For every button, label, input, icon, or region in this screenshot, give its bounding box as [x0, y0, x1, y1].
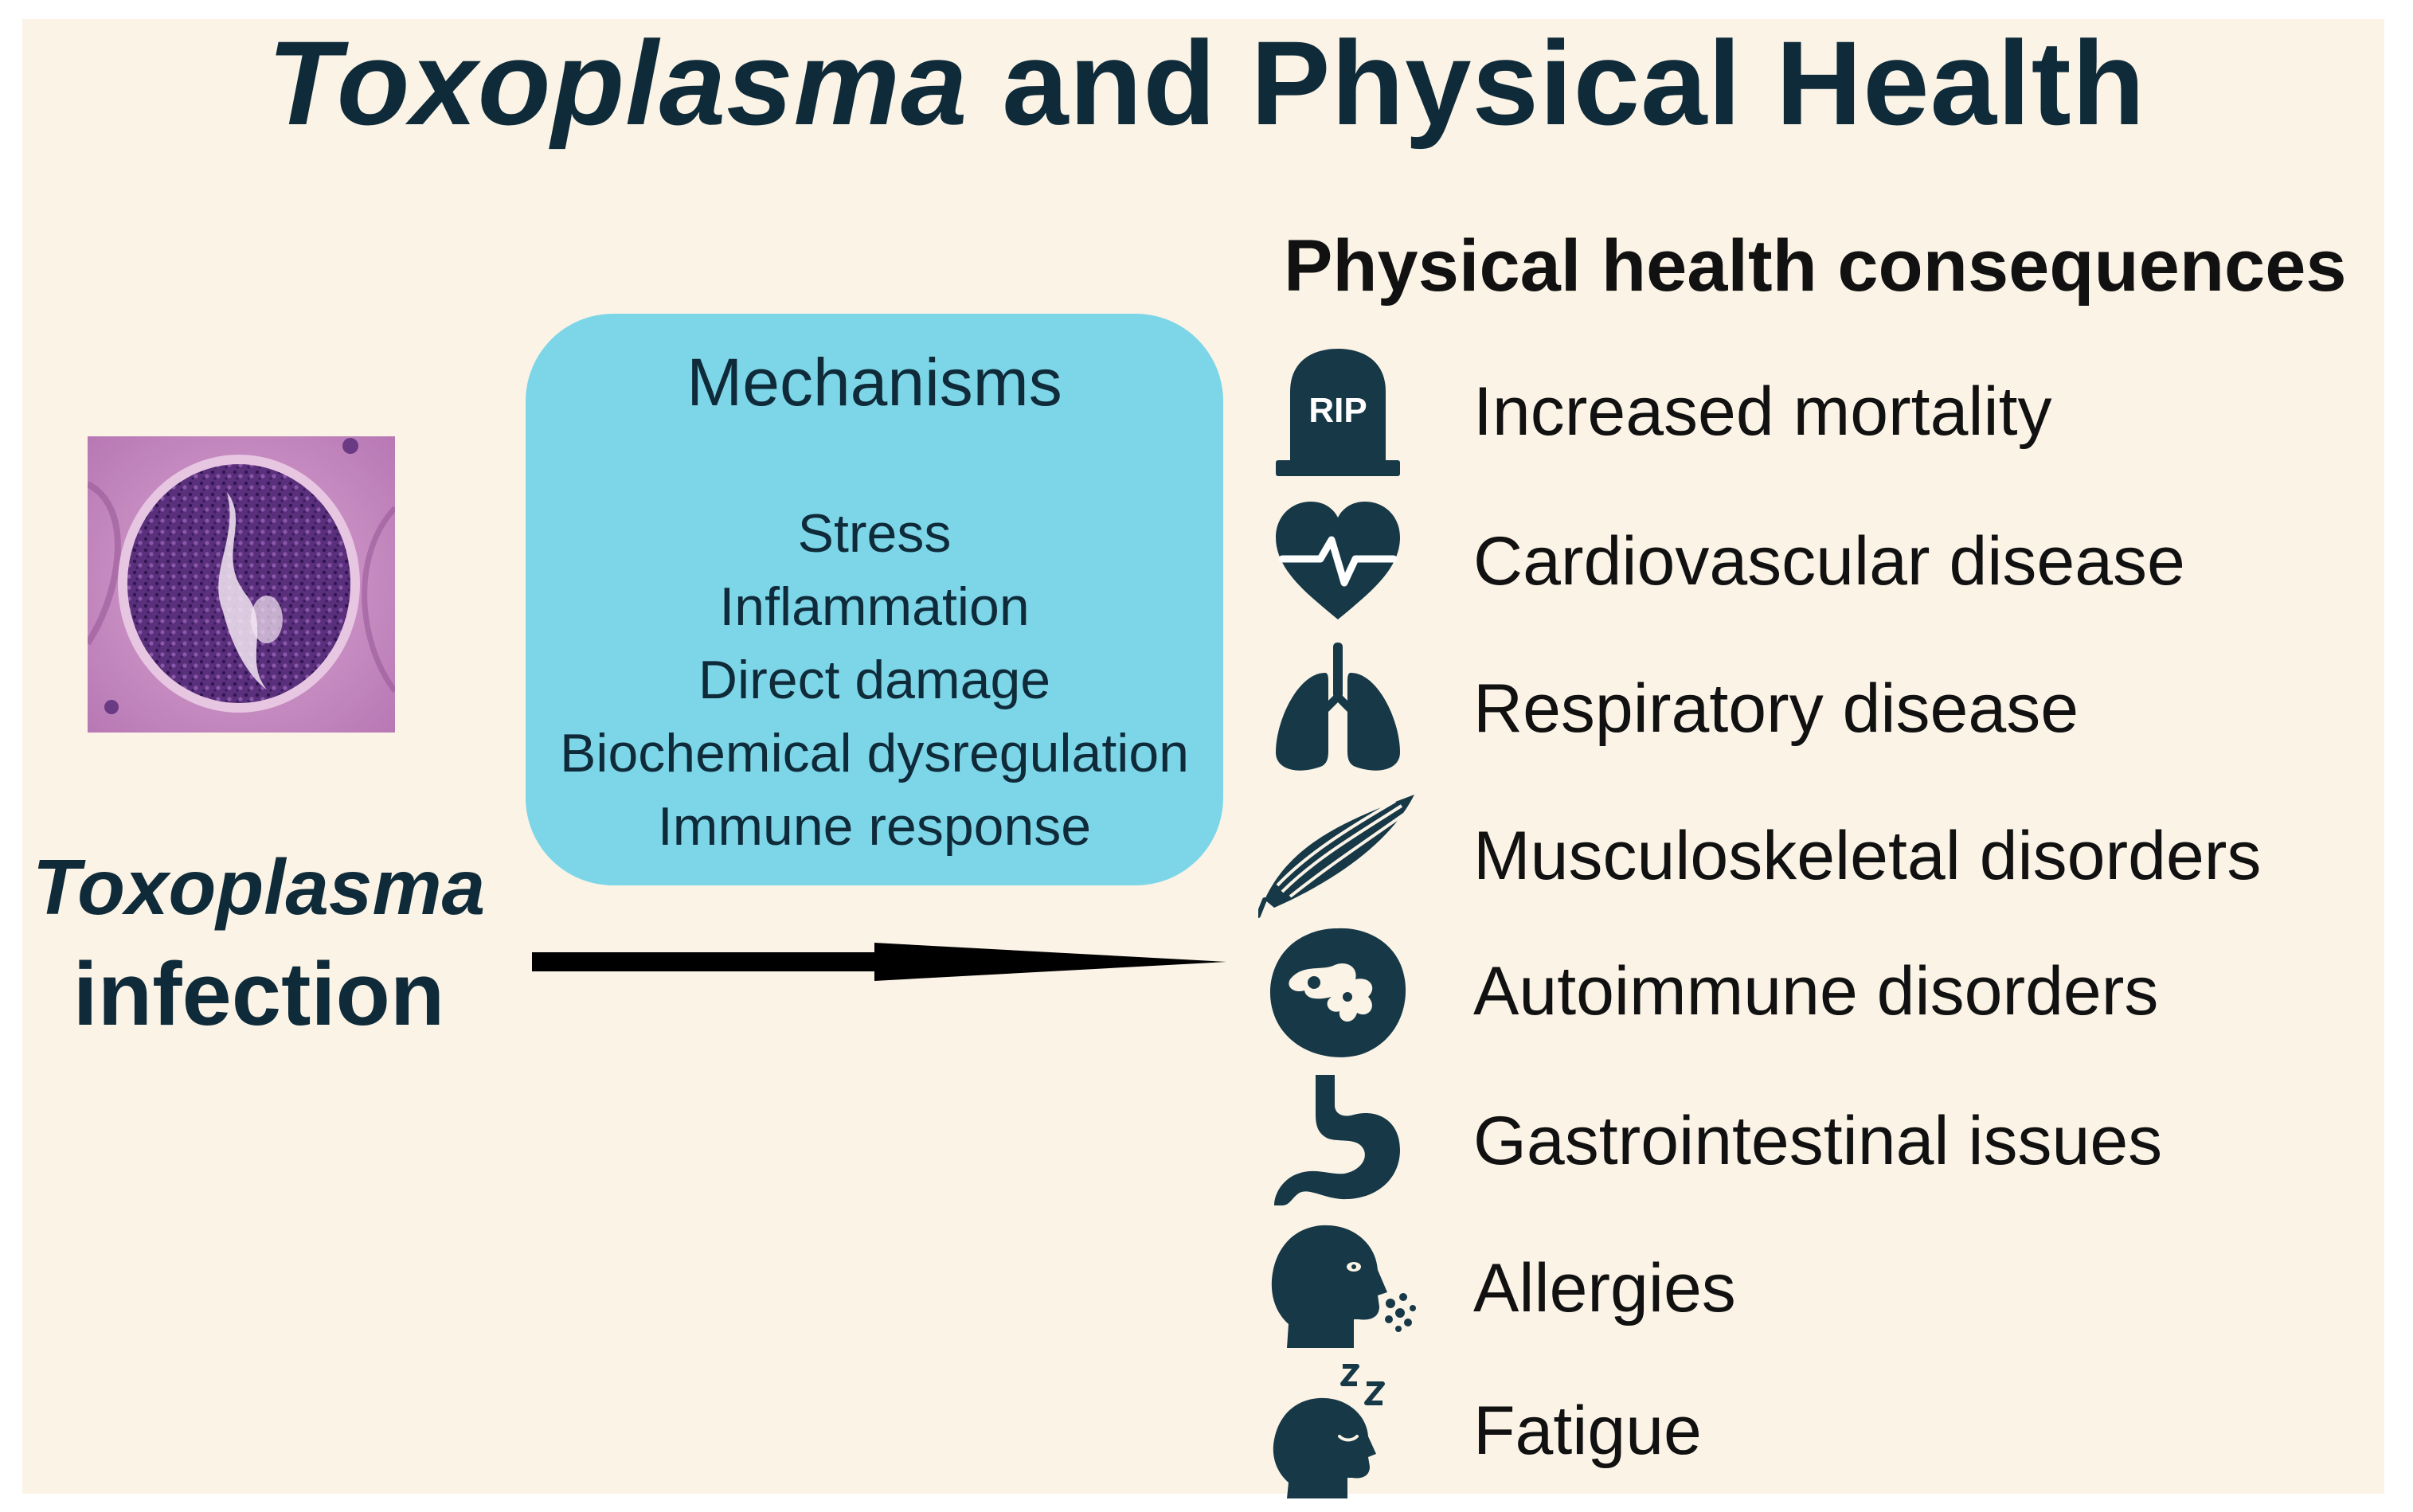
infection-label: Toxoplasma infection: [16, 848, 502, 1039]
consequence-label: Musculoskeletal disorders: [1473, 818, 2262, 894]
lungs-icon: [1276, 643, 1400, 771]
tombstone-icon: RIP: [1276, 349, 1400, 476]
consequence-label: Autoimmune disorders: [1473, 953, 2159, 1029]
consequence-row-musculoskeletal: Musculoskeletal disorders: [1258, 788, 2373, 924]
heart-icon: [1276, 502, 1400, 619]
consequence-row-fatigue: Fatigue: [1258, 1363, 2373, 1498]
mechanism-item: Biochemical dysregulation: [560, 723, 1189, 783]
consequence-label: Fatigue: [1473, 1393, 1702, 1469]
infection-label-organism: Toxoplasma: [32, 843, 486, 931]
consequence-label: Cardiovascular disease: [1473, 523, 2185, 600]
toxoplasma-cyst-image: [88, 436, 395, 733]
consequences-heading: Physical health consequences: [1284, 225, 2347, 307]
consequence-label: Allergies: [1473, 1250, 1736, 1326]
consequence-label: Increased mortality: [1473, 373, 2052, 450]
consequence-row-respiratory: Respiratory disease: [1258, 641, 2373, 776]
sneezing-head-icon: [1271, 1225, 1416, 1348]
title-rest: and Physical Health: [968, 16, 2146, 150]
stomach-icon: [1274, 1075, 1400, 1205]
title-italic-part: Toxoplasma: [267, 16, 968, 150]
mechanisms-box: Mechanisms Stress Inflammation Direct da…: [526, 314, 1223, 885]
mechanisms-title: Mechanisms: [686, 345, 1062, 420]
consequence-row-autoimmune: Autoimmune disorders: [1258, 924, 2373, 1059]
sleeping-head-icon: [1273, 1364, 1385, 1498]
consequence-row-cardiovascular: Cardiovascular disease: [1258, 494, 2373, 629]
consequence-label: Respiratory disease: [1473, 670, 2079, 747]
page-title: Toxoplasma and Physical Health: [0, 14, 2413, 152]
consequence-row-gastrointestinal: Gastrointestinal issues: [1258, 1073, 2373, 1209]
autoimmune-cell-icon: [1269, 928, 1406, 1057]
causal-arrow: [532, 943, 1226, 981]
tombstone-rip-text: RIP: [1308, 391, 1367, 430]
consequence-row-mortality: RIP Increased mortality: [1258, 344, 2373, 479]
infection-label-word: infection: [72, 944, 445, 1044]
mechanism-item: Inflammation: [719, 576, 1030, 637]
mechanisms-list: Stress Inflammation Direct damage Bioche…: [526, 497, 1223, 863]
mechanism-item: Stress: [797, 503, 952, 564]
mechanism-item: Immune response: [657, 796, 1092, 857]
muscle-icon: [1258, 795, 1414, 918]
mechanism-item: Direct damage: [698, 650, 1051, 710]
consequence-label: Gastrointestinal issues: [1473, 1103, 2163, 1179]
consequence-row-allergies: Allergies: [1258, 1221, 2373, 1356]
